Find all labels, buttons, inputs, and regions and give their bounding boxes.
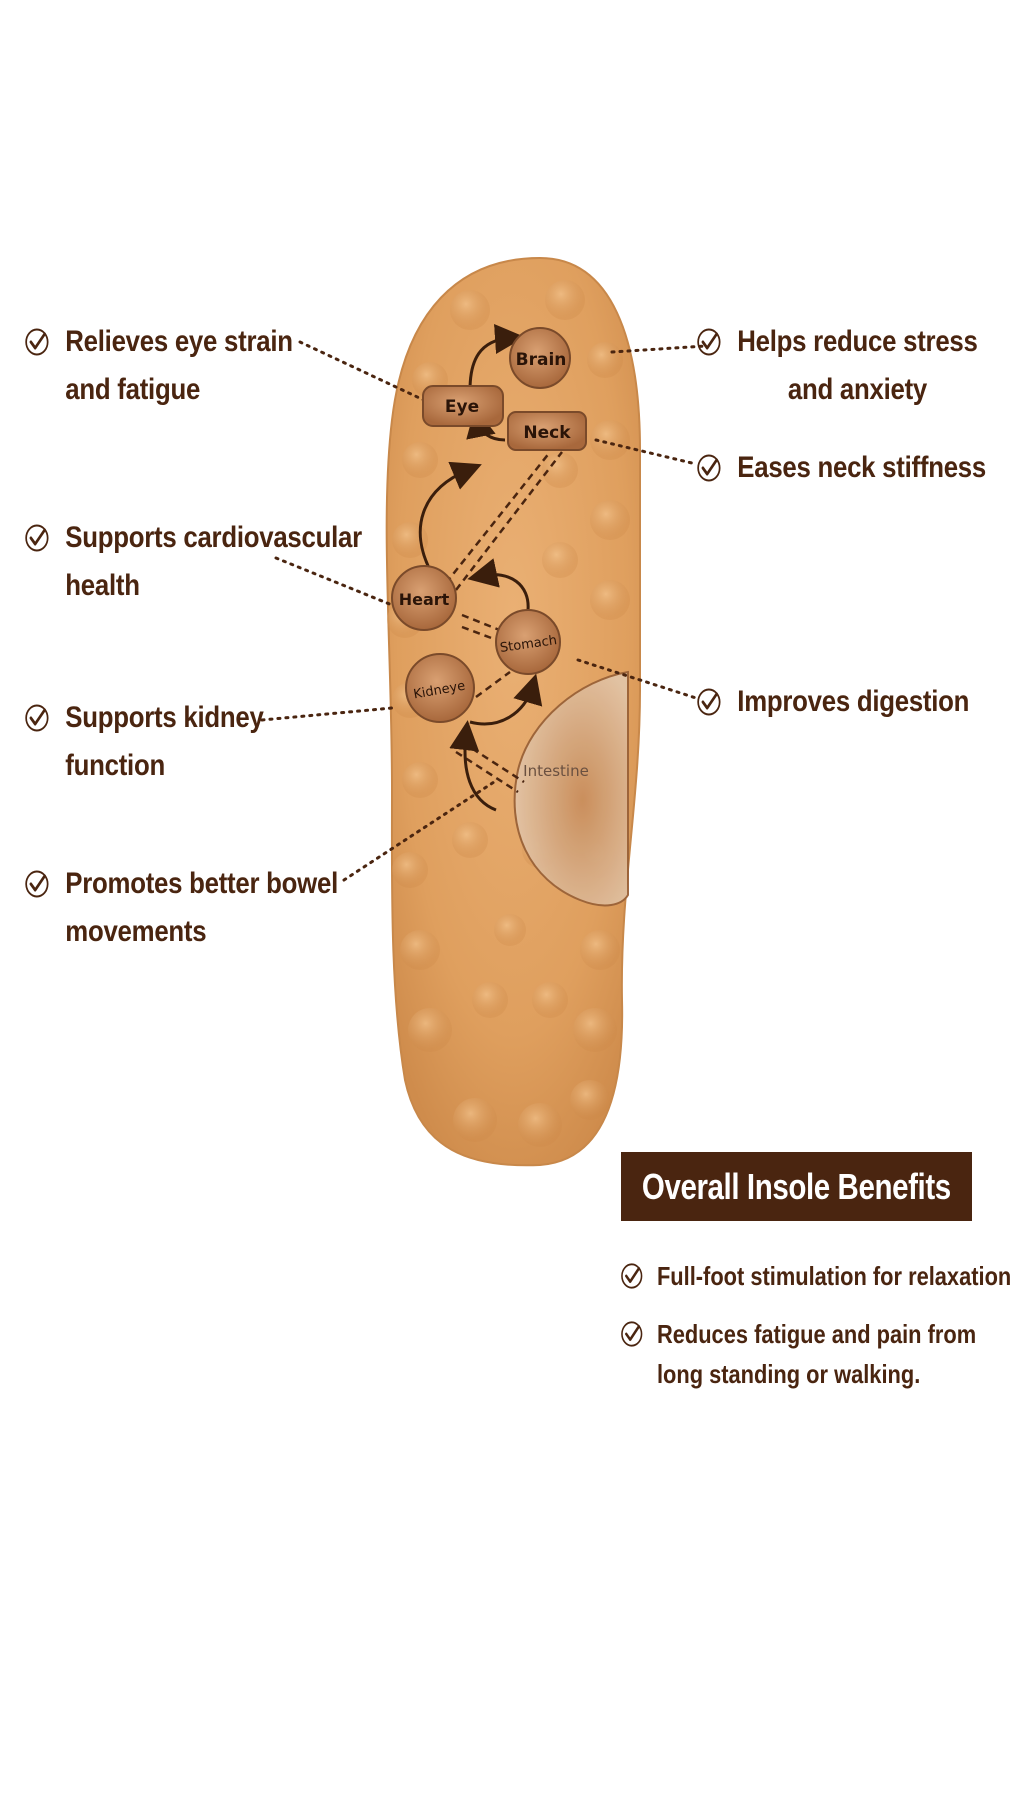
benefit-eye-strain: Relieves eye strain and fatigue <box>24 318 293 414</box>
check-icon <box>25 870 49 898</box>
zone-kidney: Kidneye <box>405 653 475 723</box>
flow-arrows <box>418 324 543 812</box>
check-icon <box>25 328 49 356</box>
benefit-cardiovascular: Supports cardiovascular health <box>24 514 362 610</box>
overall-benefit-line: Reduces fatigue and pain from <box>656 1319 977 1349</box>
benefit-neck: Eases neck stiffness <box>696 444 986 492</box>
zone-heart: Heart <box>391 565 457 631</box>
benefit-line: and fatigue <box>65 373 201 406</box>
intestine-zone <box>513 670 629 907</box>
zone-stomach: Stomach <box>495 609 561 675</box>
check-icon <box>25 704 49 732</box>
zone-brain: Brain <box>509 327 571 389</box>
overall-benefit-item: Reduces fatigue and pain from long standi… <box>620 1314 976 1394</box>
benefit-line: movements <box>65 915 207 948</box>
benefit-line: and anxiety <box>787 373 928 406</box>
zone-eye: Eye <box>422 385 504 427</box>
check-icon <box>621 1263 643 1289</box>
benefit-line: Eases neck stiffness <box>737 451 986 484</box>
benefit-line: function <box>65 749 165 782</box>
zone-eye-label: Eye <box>445 397 479 417</box>
overall-benefit-line: Full-foot stimulation for relaxation <box>656 1261 1012 1291</box>
check-icon <box>697 328 721 356</box>
benefit-bowel: Promotes better bowel movements <box>24 860 338 956</box>
overall-benefits-title: Overall Insole Benefits <box>642 1165 951 1207</box>
benefit-line: Relieves eye strain <box>65 325 293 358</box>
zone-neck-label: Neck <box>523 423 571 443</box>
benefit-line: Promotes better bowel <box>65 867 338 900</box>
benefit-line: Supports kidney <box>65 701 264 734</box>
benefit-line: Supports cardiovascular <box>65 521 362 554</box>
benefit-stress: Helps reduce stress and anxiety <box>696 318 978 414</box>
check-icon <box>697 454 721 482</box>
benefit-digestion: Improves digestion <box>696 678 969 726</box>
zone-heart-label: Heart <box>399 590 450 609</box>
zone-neck: Neck <box>507 411 587 451</box>
overall-benefit-line: long standing or walking. <box>656 1359 921 1389</box>
benefit-line: Helps reduce stress <box>737 325 978 358</box>
check-icon <box>697 688 721 716</box>
overall-benefits-banner: Overall Insole Benefits <box>621 1152 972 1221</box>
check-icon <box>621 1321 643 1347</box>
benefit-kidney: Supports kidney function <box>24 694 264 790</box>
check-icon <box>25 524 49 552</box>
overall-benefit-item: Full-foot stimulation for relaxation <box>620 1256 1011 1296</box>
zone-brain-label: Brain <box>516 350 567 370</box>
benefit-line: health <box>65 569 140 602</box>
connector-lines <box>260 340 708 882</box>
benefit-line: Improves digestion <box>737 685 970 718</box>
zone-intestine-label: Intestine <box>523 762 589 780</box>
